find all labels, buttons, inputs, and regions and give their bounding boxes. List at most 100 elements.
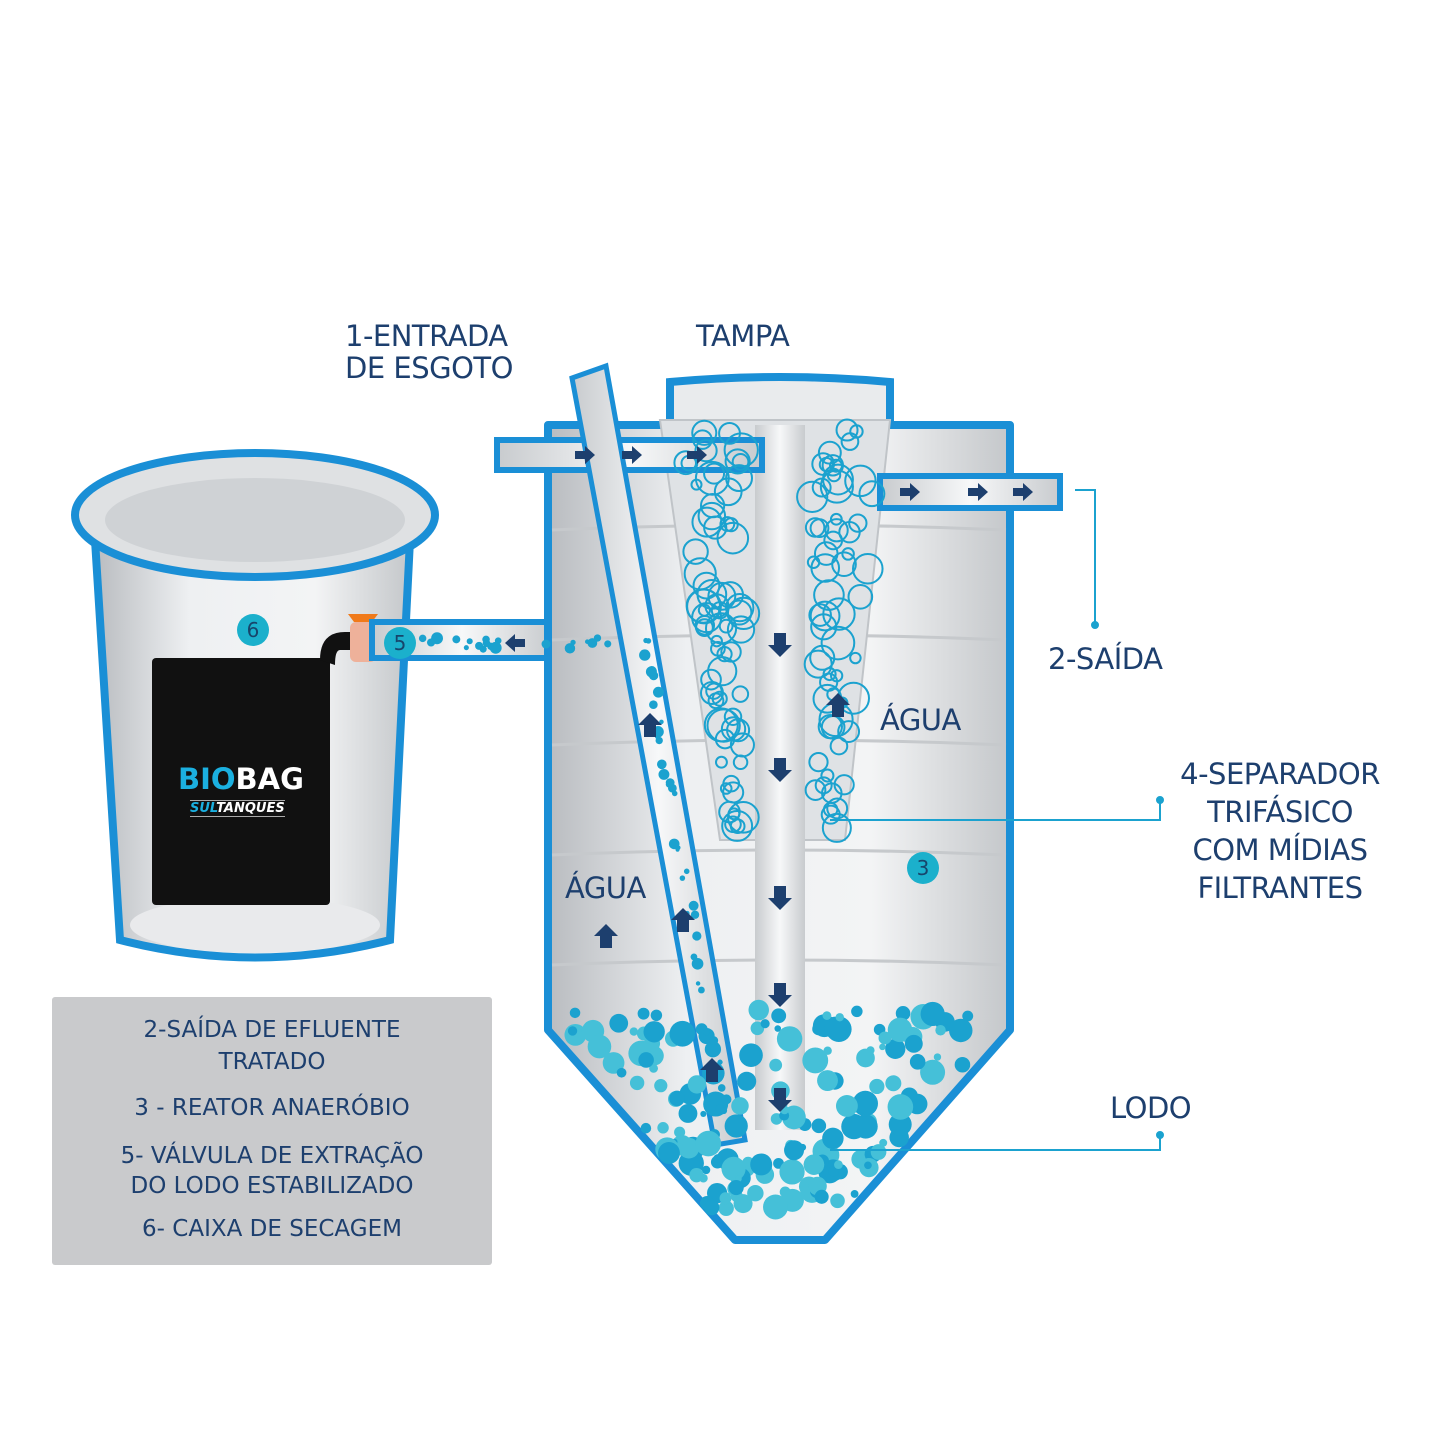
bubble — [814, 1189, 829, 1204]
bubble — [909, 1054, 926, 1070]
bubble — [833, 774, 855, 796]
bubble — [567, 1026, 578, 1036]
bubble — [714, 755, 728, 769]
bubble — [718, 1077, 723, 1082]
bubble — [678, 1137, 700, 1159]
bubble — [888, 1112, 912, 1136]
bubble — [604, 640, 612, 648]
bubble — [852, 552, 884, 585]
bubble — [810, 553, 841, 583]
bubble — [691, 419, 718, 446]
bubble — [887, 1017, 913, 1043]
logo-bio: BIO — [178, 762, 236, 796]
bubble — [835, 1013, 844, 1022]
bubble — [721, 1094, 732, 1105]
marker-3: 3 — [907, 852, 939, 884]
bubble — [739, 1043, 763, 1068]
bubble — [679, 875, 686, 881]
bubble — [811, 1118, 827, 1134]
bubble — [779, 1159, 805, 1185]
label-entrada: 1-ENTRADA DE ESGOTO — [345, 320, 513, 384]
arrow-right-icon — [687, 446, 707, 464]
bubble — [828, 1166, 839, 1177]
callout-lodo — [830, 1135, 1161, 1151]
bubble — [878, 1031, 892, 1045]
bubble — [466, 638, 473, 645]
arrow-right-icon — [575, 446, 595, 464]
bubble — [649, 700, 658, 710]
bubble — [587, 1034, 612, 1059]
legend-item-valvula-cont: DO LODO ESTABILIZADO — [130, 1173, 414, 1199]
bubble — [817, 1070, 838, 1092]
bubble — [609, 1013, 629, 1033]
bubble — [820, 625, 856, 661]
bubble — [657, 1142, 680, 1164]
bubble — [835, 1095, 858, 1117]
bubble — [482, 639, 491, 648]
label-separador-line2: TRIFÁSICO — [1207, 795, 1353, 829]
bubble — [885, 1038, 906, 1059]
bubble — [820, 768, 835, 783]
legend-item-valvula: 5- VÁLVULA DE EXTRAÇÃO — [120, 1143, 424, 1169]
arrow-right-icon — [900, 483, 920, 501]
bubble — [689, 1167, 704, 1183]
bubble — [728, 1179, 744, 1196]
bubble — [720, 641, 742, 663]
bubble — [769, 1058, 783, 1072]
bubble — [858, 480, 886, 508]
legend-item-saida-cont: TRATADO — [218, 1049, 326, 1075]
bubble — [869, 1078, 885, 1095]
bubble — [720, 1107, 728, 1115]
bubble — [823, 1016, 847, 1040]
bubble — [808, 751, 829, 773]
bubble — [650, 1009, 663, 1022]
arrow-down-icon — [768, 886, 792, 910]
bubble — [725, 592, 755, 623]
bubble — [722, 781, 745, 804]
bubble — [692, 429, 713, 450]
bubble — [733, 1194, 753, 1214]
bubble — [852, 1090, 879, 1117]
biobag-logo: BIOBAG — [178, 762, 304, 796]
bubble — [629, 1075, 645, 1091]
bubble — [463, 645, 469, 651]
bubble — [541, 639, 551, 649]
bubble — [691, 506, 723, 538]
bubble — [703, 462, 726, 485]
bubble — [639, 649, 651, 661]
label-entrada-line1: 1-ENTRADA — [345, 319, 508, 353]
bubble — [710, 640, 726, 657]
label-separador-line3: COM MÍDIAS — [1192, 833, 1368, 867]
bubble — [808, 603, 832, 627]
bubble — [716, 521, 750, 555]
bubble — [713, 1154, 723, 1164]
bubble — [701, 1165, 711, 1175]
bubble — [949, 1018, 973, 1043]
bubble — [856, 1048, 875, 1068]
bubble — [721, 1156, 746, 1181]
bubble — [723, 707, 743, 726]
bubble — [835, 418, 859, 442]
anaerobic-reactor-tank — [418, 362, 1063, 1244]
bubble — [704, 1199, 720, 1216]
bubble — [920, 1001, 945, 1027]
bubble — [721, 810, 754, 842]
bubble — [669, 1090, 685, 1107]
bubble — [669, 1020, 696, 1047]
bubble — [954, 1056, 971, 1073]
bubble — [731, 452, 750, 471]
bubble — [729, 732, 755, 758]
bubble — [427, 638, 436, 647]
bubble — [829, 458, 843, 473]
bubble — [718, 1200, 734, 1216]
drying-box — [71, 449, 439, 962]
bubble — [675, 847, 680, 852]
bubble — [726, 718, 751, 743]
bubble — [842, 1117, 863, 1138]
arrow-right-icon — [622, 446, 642, 464]
bubble — [698, 986, 705, 994]
bubble — [727, 807, 741, 821]
bubble — [682, 538, 709, 565]
bubble — [763, 1194, 788, 1220]
arrow-up-icon — [826, 693, 850, 717]
